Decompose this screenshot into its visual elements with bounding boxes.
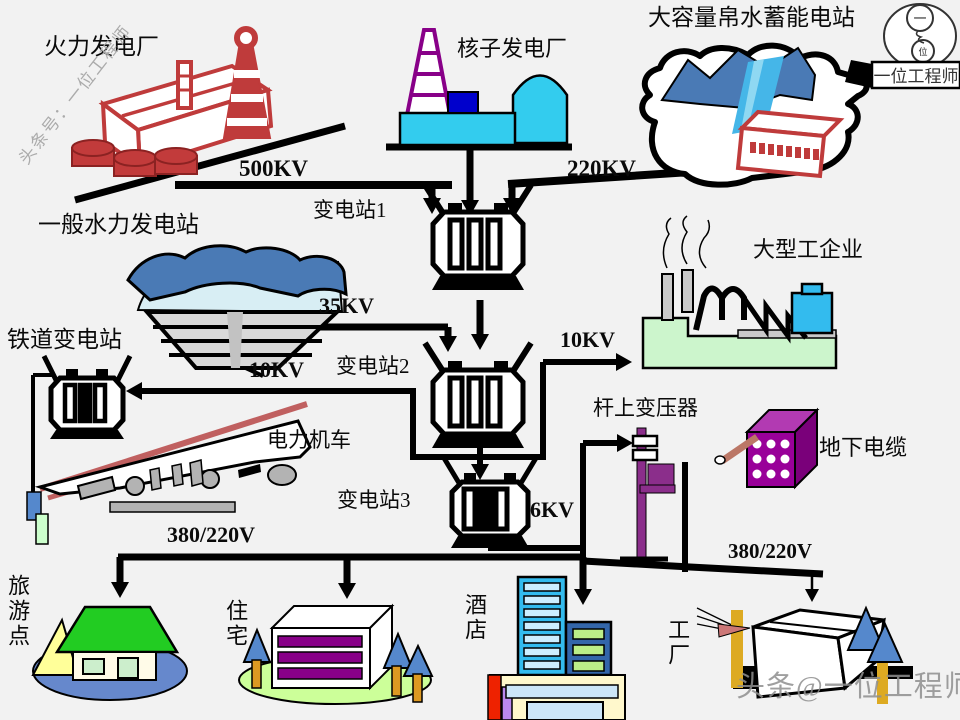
engineer-logo: 一 位 一位工程师 (845, 3, 960, 90)
substation2-label: 变电站2 (336, 354, 410, 378)
thermal-plant-label: 火力发电厂 (44, 34, 159, 59)
voltage-220kv-label: 220KV (567, 156, 636, 181)
watermark-bottom-right: 头条@一位工程师 (736, 671, 960, 703)
voltage-10kv-dam-label: 10KV (249, 357, 304, 382)
substation1-label: 变电站1 (313, 198, 387, 222)
voltage-6kv-label: 6KV (530, 497, 574, 522)
logo-badge-text: 一位工程师 (874, 67, 959, 86)
voltage-380v-left-label: 380/220V (167, 522, 255, 547)
locomotive-illustration (26, 401, 312, 545)
logo-char-bottom: 位 (918, 46, 927, 57)
underground-cable-label: 地下电缆 (819, 435, 908, 460)
hydro-station-label: 一般水力发电站 (38, 212, 199, 237)
hotel-illustration (487, 575, 626, 720)
logo-char-top: 一 (913, 11, 926, 26)
substation3-transformer-icon (441, 456, 539, 548)
railway-transformer-icon (41, 354, 133, 439)
pole-transformer-illustration (620, 427, 676, 562)
substation1-transformer-icon (422, 183, 534, 290)
nuclear-plant-illustration (398, 28, 569, 147)
underground-cable-illustration (714, 407, 820, 490)
pumped-storage-label: 大容量帛水蓄能电站 (648, 5, 855, 30)
residence-illustration (238, 603, 434, 705)
factory-label: 工厂 (665, 618, 691, 668)
residence-label: 住宅 (223, 599, 249, 649)
nuclear-plant-label: 核子发电厂 (457, 36, 568, 61)
thermal-plant-illustration (71, 26, 274, 177)
voltage-35kv-label: 35KV (319, 293, 374, 318)
voltage-10kv-industry-label: 10KV (560, 327, 615, 352)
industry-label: 大型工企业 (753, 237, 864, 262)
pumped-storage-illustration (639, 42, 870, 188)
pumped-building-vents (750, 142, 819, 160)
locomotive-label: 电力机车 (267, 428, 351, 452)
voltage-500kv-label: 500KV (239, 156, 308, 181)
transmission-lines (31, 122, 824, 591)
factory-illustration (696, 605, 913, 704)
tourist-spot-label: 旅游点 (5, 574, 31, 649)
hydro-dam-illustration (126, 244, 348, 370)
pole-transformer-label: 杆上变压器 (593, 396, 698, 420)
arrowheads (111, 198, 819, 605)
tourist-spot-illustration (31, 605, 188, 701)
substation2-transformer-icon (422, 341, 534, 448)
substation3-label: 变电站3 (337, 488, 411, 512)
voltage-380v-right-label: 380/220V (728, 539, 812, 563)
industry-illustration (641, 215, 838, 370)
railway-substation-label: 铁道变电站 (7, 327, 122, 352)
hotel-label: 酒店 (462, 593, 488, 643)
